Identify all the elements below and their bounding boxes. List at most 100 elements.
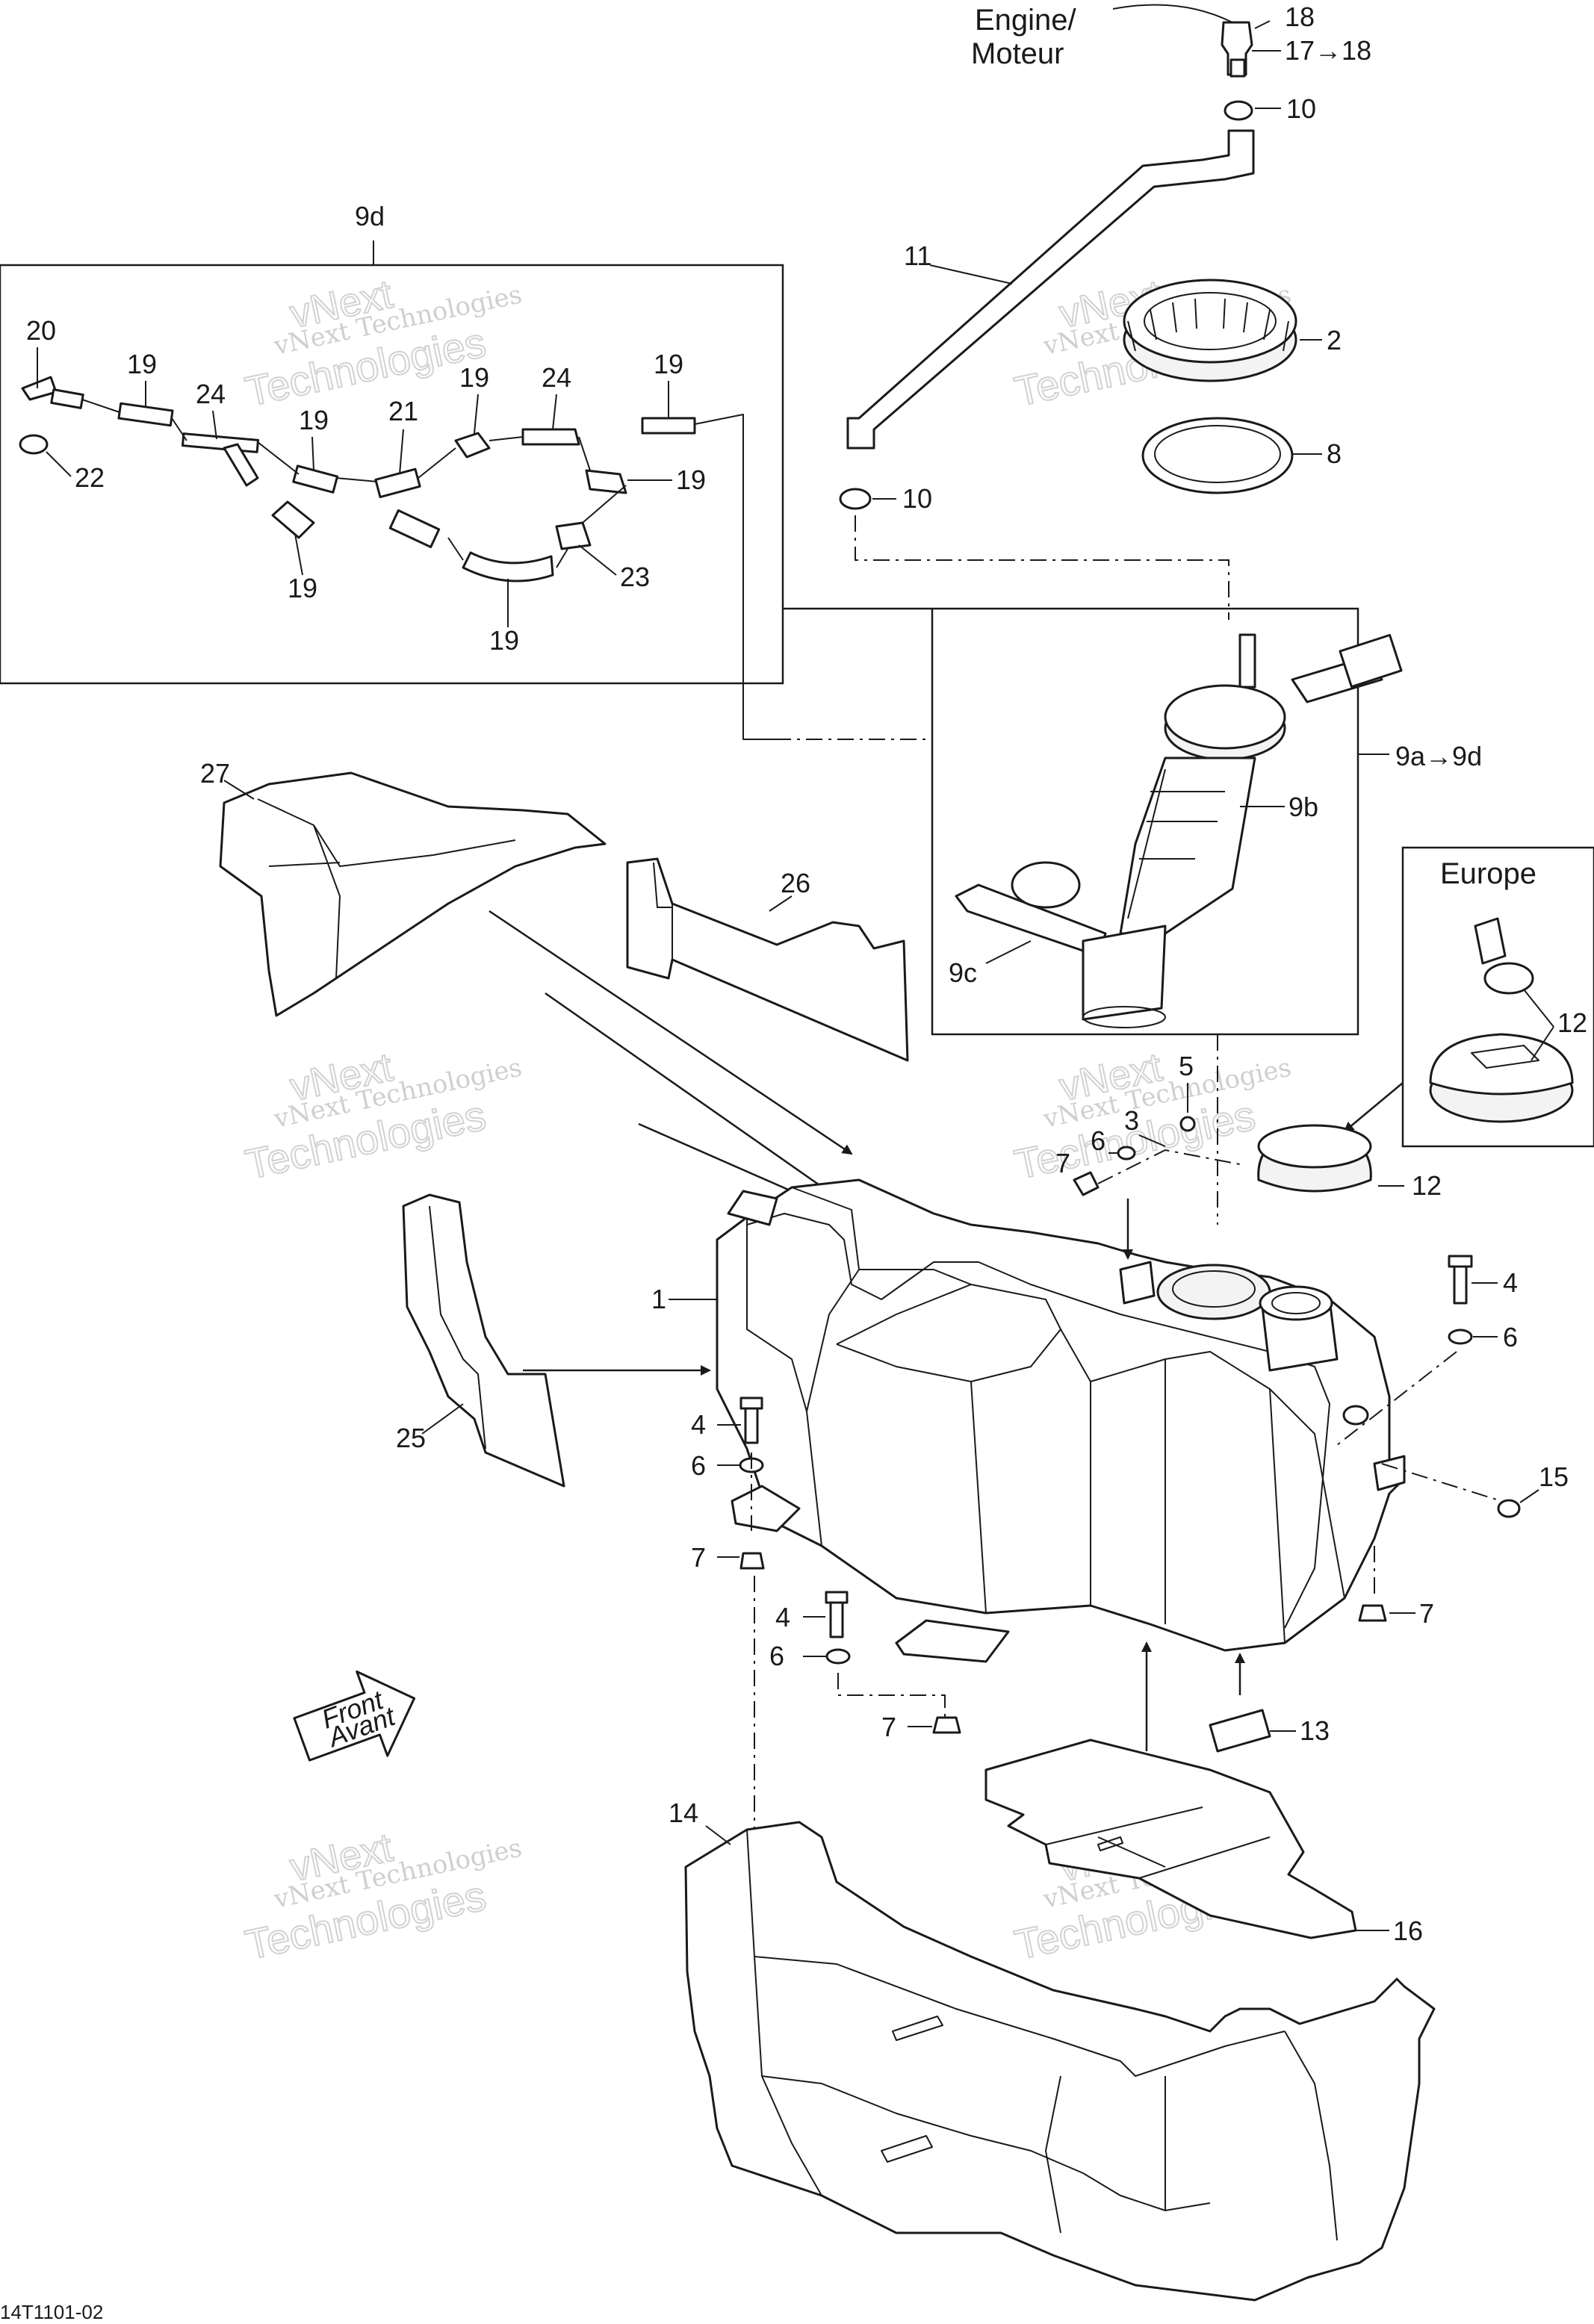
heat-shield-25-detail [429,1205,486,1450]
tray-14-slots [881,1836,1123,2163]
inset-box-9d [0,264,784,685]
gasket-inner [1154,425,1281,483]
lock-ring-top [1123,279,1297,364]
hose-19f [641,417,696,435]
pad-16 [984,1739,1357,1939]
callout-3: 3 [1124,1105,1139,1136]
tray-14-group: 14 [669,1798,1436,2302]
callout-24a: 24 [196,379,226,409]
europe-arrow [1343,1082,1404,1133]
callout-9b: 9b [1288,792,1318,822]
elbow-19d [585,469,627,494]
clamp-part-lower [839,488,872,510]
hose-19e [271,500,315,539]
callout-6b: 6 [691,1450,706,1481]
lock-ring-teeth [1127,298,1289,352]
callout-22: 22 [75,462,105,493]
tank-mount-tab-left [731,1485,801,1532]
tee-24b [521,428,580,446]
washer-6d [825,1648,851,1665]
leader-19f [294,533,303,576]
fuel-line-routing [81,399,777,740]
front-arrow-shape [293,1670,416,1762]
strap-nut [1073,1171,1100,1196]
bolt-4a [744,1402,759,1444]
tank-pump-port [1156,1264,1271,1320]
tank-pump-port-inner [1172,1270,1256,1308]
filler-cap-top [1257,1124,1372,1169]
vent-hose [846,129,1255,450]
callout-4b: 4 [1503,1267,1518,1298]
left-mount-hardware-group: 4 6 7 [691,1396,765,1912]
bolt-4c-head [1448,1255,1473,1268]
pad-16-detail [1045,1806,1271,1879]
fuel-tank-group: 1 [651,1178,1406,1663]
leader-25 [421,1403,464,1435]
tray-14 [684,1821,1436,2302]
callout-7d: 7 [881,1712,896,1742]
pump-nipple [1238,633,1256,689]
filter [388,509,441,548]
elbow-20 [21,376,58,401]
europe-lock-ring [1483,962,1534,995]
fuel-tank-contours [746,1187,1345,1644]
callout-19d: 19 [654,349,683,379]
nut-7b [739,1552,765,1570]
heat-shield-26-detail [653,862,673,963]
leader-19c [474,394,479,434]
callout-17-18: 17→18 [1285,35,1371,66]
hose-19g [462,551,554,582]
lock-ring-inner [1144,292,1277,350]
europe-label: Europe [1440,857,1536,890]
leader-19b [311,436,314,471]
europe-cap [1429,1033,1574,1096]
callout-10b: 10 [902,483,932,514]
callout-23: 23 [620,562,650,592]
tee-24a [181,432,260,453]
engine-label: Engine/ [975,4,1077,37]
fuel-line-assembly-group: 9d 20 19 24 19 21 19 24 19 [0,201,784,740]
hose-19a [117,402,174,427]
callout-19b: 19 [299,405,329,435]
arrow-26-to-tank [545,992,846,1204]
watermark-mid-left: vNext vNext Technologies Technologies [241,1044,524,1189]
right-mount-hardware-group: 4 6 15 7 [1336,1255,1569,1629]
strap-bolt [1179,1116,1196,1132]
leader-9c [985,940,1032,964]
spacer-13 [1209,1709,1271,1753]
nut-7d [932,1716,961,1734]
europe-cap-lock [1471,1045,1539,1069]
callout-6a: 6 [1091,1125,1105,1156]
pump-strainer-base [1082,1006,1166,1028]
tank-vent-port [1342,1405,1369,1426]
leader-26 [769,895,793,912]
pump-flange-top [1164,684,1286,750]
clamp-part [1224,100,1253,121]
washer-6c [1448,1329,1473,1345]
pump-body-detail [1127,768,1225,919]
watermark-bottom-left: vNext vNext Technologies Technologies [241,1824,524,1969]
pump-strainer [1082,925,1167,1021]
callout-9a-9d: 9a→9d [1395,741,1482,771]
fuel-tank [716,1178,1406,1652]
europe-cap-group: Europe 12 [1343,846,1594,1148]
callout-25: 25 [396,1423,426,1453]
leader-3 [1138,1134,1166,1147]
callout-26: 26 [781,868,810,898]
callout-24b: 24 [542,362,571,393]
callout-9c: 9c [949,957,977,988]
leader-12a [1523,989,1554,1061]
callout-7a: 7 [1055,1148,1070,1178]
pump-float [1011,861,1081,909]
callout-11: 11 [904,240,931,271]
europe-tether-clip [1474,917,1507,965]
callout-27: 27 [200,758,230,789]
arrow-27-to-tank [489,910,853,1155]
leader-24b [552,394,557,430]
grommet-22 [19,434,49,455]
heat-shield-25 [402,1193,565,1488]
pad-16-group: 16 [984,1739,1423,1946]
bolt-4a-head [739,1396,763,1410]
heat-shield-27-group: 27 [200,758,853,1155]
